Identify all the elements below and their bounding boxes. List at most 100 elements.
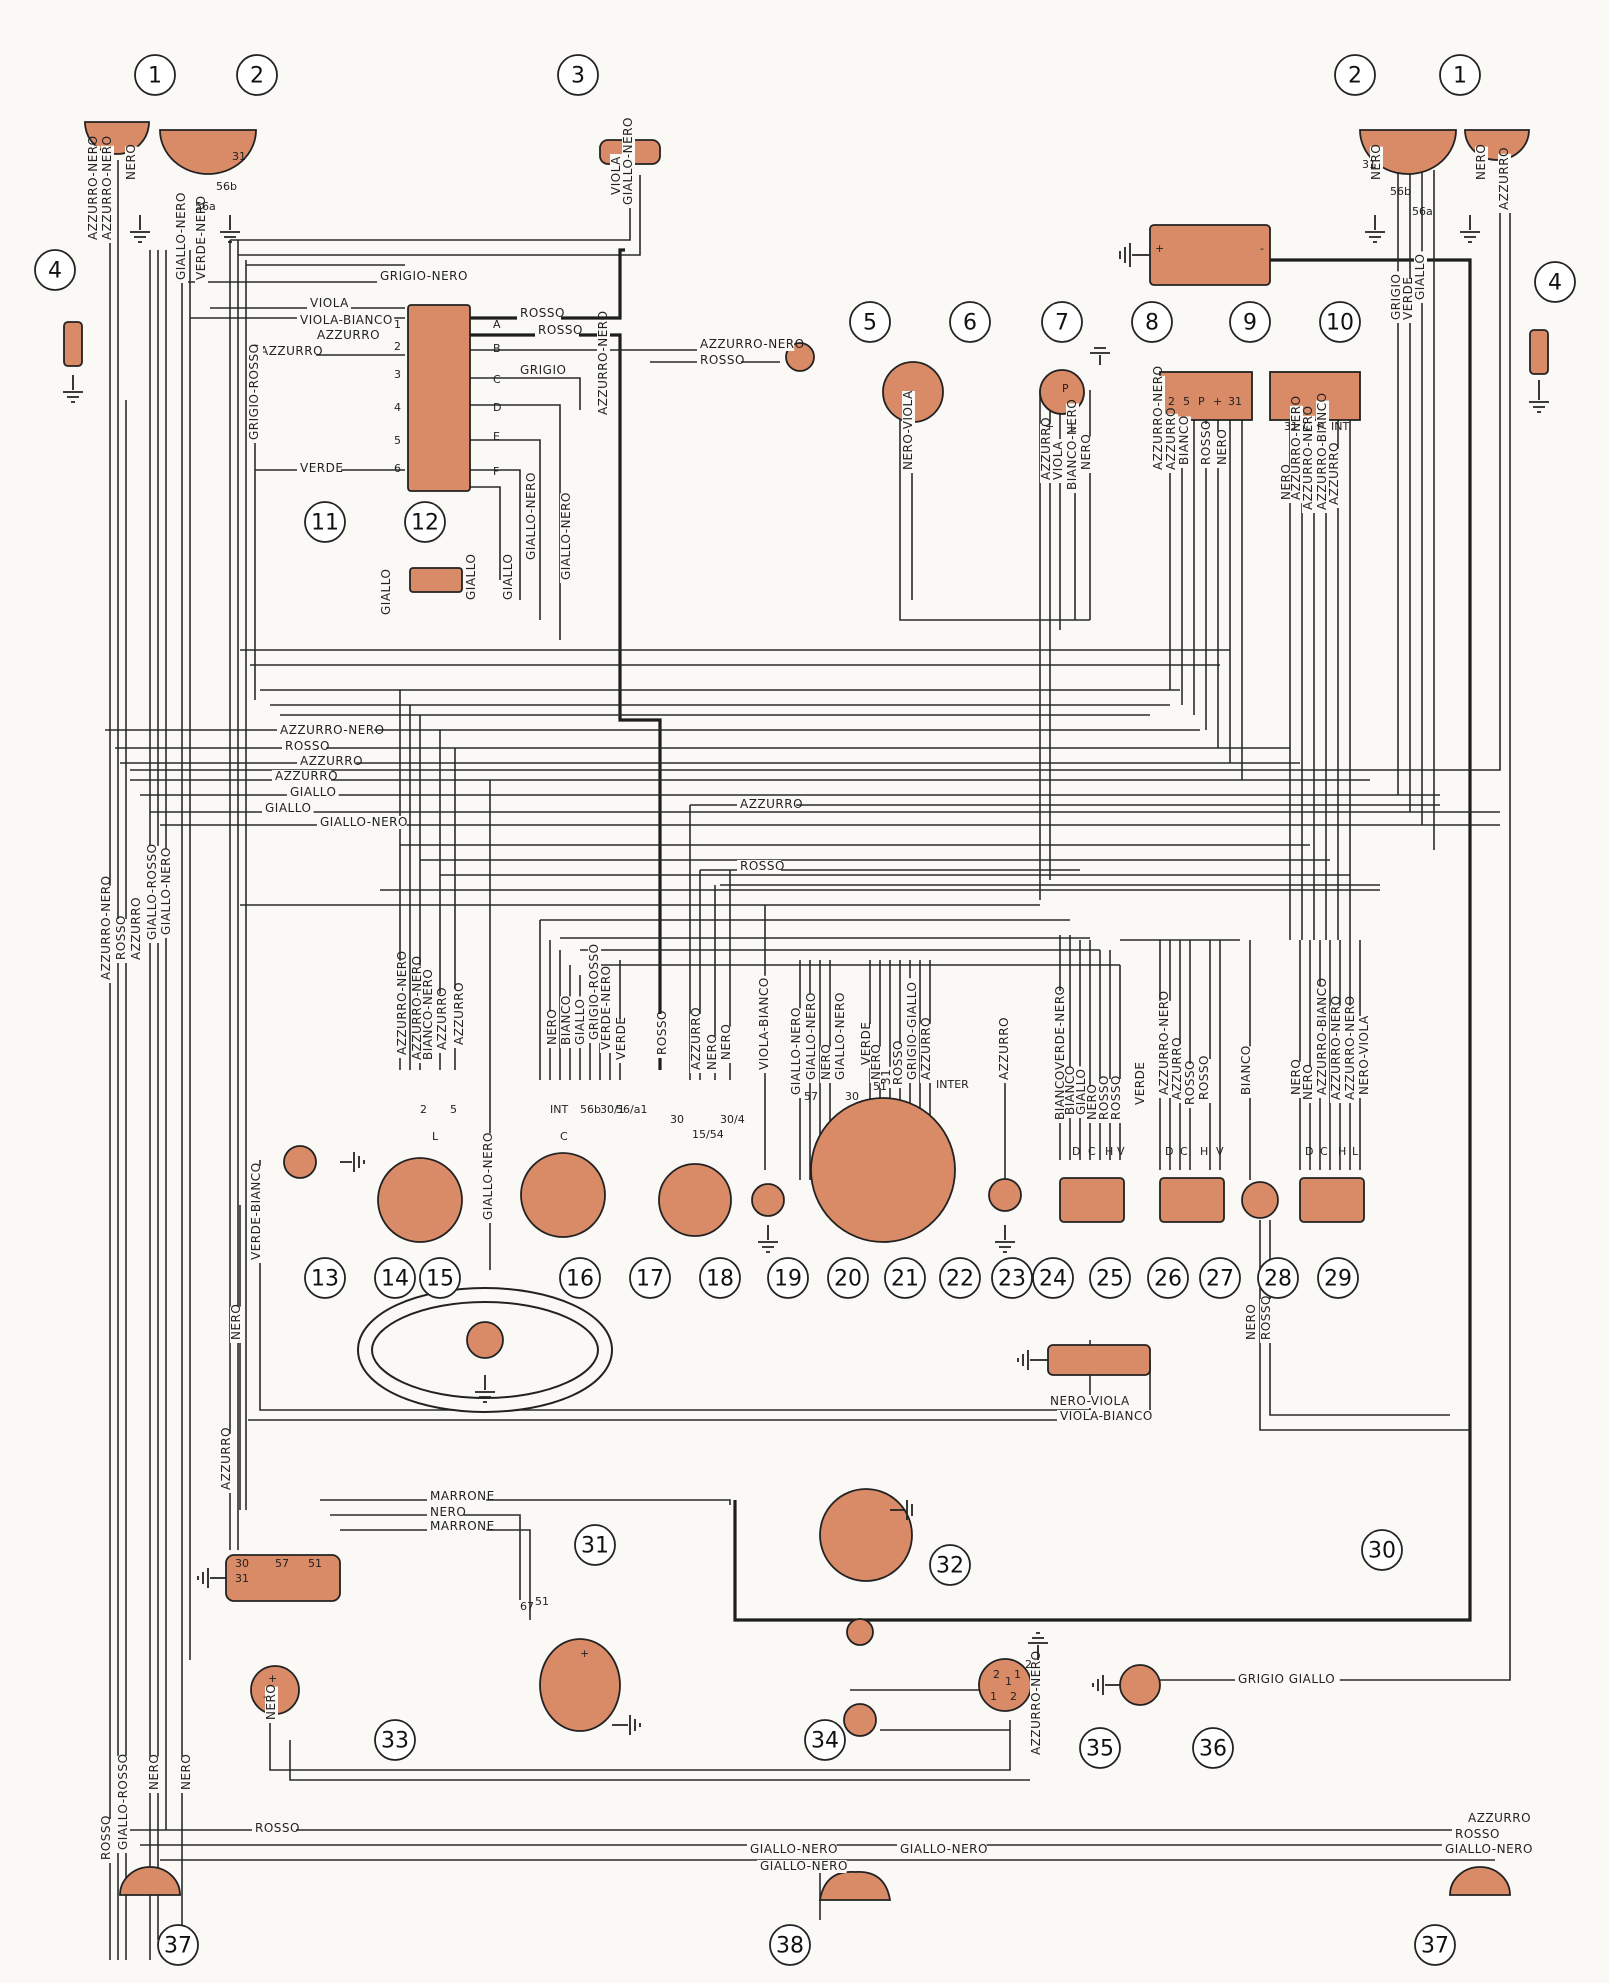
wire-label: VERDE <box>300 461 343 475</box>
callout-number: 32 <box>936 1554 964 1579</box>
wire-label: AZZURRO <box>275 769 338 783</box>
label-bg <box>1057 1410 1155 1423</box>
headlamp-left-large <box>159 129 257 175</box>
label-bg <box>146 845 159 943</box>
wire-label: AZZURRO <box>740 797 803 811</box>
callout-number: 31 <box>581 1534 609 1559</box>
label-bg <box>148 1756 161 1793</box>
callout-circle-29 <box>1317 1257 1359 1299</box>
callout-circle-33 <box>374 1719 416 1761</box>
pin-label: 1 <box>1014 1668 1021 1681</box>
wire-label: ROSSO <box>1199 420 1213 465</box>
wire-label: GRIGIO-NERO <box>380 269 468 283</box>
wire-label: GIALLO-NERO <box>159 847 173 935</box>
label-bg <box>1080 436 1093 473</box>
label-bg <box>1066 403 1079 493</box>
callout-number: 11 <box>311 511 339 536</box>
wire-label: NERO <box>719 1024 733 1060</box>
wire-label: AZZURRO-NERO <box>700 337 805 351</box>
wire-label: ROSSO <box>1197 1055 1211 1100</box>
pin-label: 4 <box>394 401 401 414</box>
wire-label: GIALLO-NERO <box>524 472 538 560</box>
wire-label: BIANCO <box>1063 1065 1077 1115</box>
callout-number: 18 <box>706 1267 734 1292</box>
callout-number: 2 <box>1348 64 1362 89</box>
wire-label: GIALLO-NERO <box>320 815 408 829</box>
wire-label: GRIGIO <box>1389 274 1403 320</box>
wire-label: GIALLO <box>573 999 587 1045</box>
wire-label: AZZURRO <box>219 1427 233 1490</box>
callout-number: 27 <box>1206 1267 1234 1292</box>
label-bg <box>546 1011 559 1048</box>
label-bg <box>100 1819 113 1863</box>
wire-label: GIALLO-NERO <box>750 1842 838 1856</box>
wire-label: AZZURRO <box>260 344 323 358</box>
pin-label: C <box>493 373 501 386</box>
callout-number: 5 <box>863 311 877 336</box>
pin-label: H <box>1338 1145 1346 1158</box>
label-bg <box>525 473 538 563</box>
rear-lamp-left <box>119 1866 181 1896</box>
wire-label: NERO <box>819 1044 833 1080</box>
wire-label: GIALLO <box>265 801 311 815</box>
wire-label: AZZURRO <box>689 1007 703 1070</box>
callout-circle-14 <box>374 1257 416 1299</box>
pin-label: 30/4 <box>720 1113 745 1126</box>
label-bg <box>117 1755 130 1853</box>
callout-circle-7 <box>1041 301 1083 343</box>
callout-circle-31 <box>574 1524 616 1566</box>
callout-circle-23 <box>991 1257 1033 1299</box>
wire-label: GIALLO-NERO <box>1445 1842 1533 1856</box>
pin-label: 31 <box>1362 158 1376 171</box>
callout-number: 23 <box>998 1267 1026 1292</box>
label-bg <box>600 971 613 1053</box>
callout-circle-20 <box>827 1257 869 1299</box>
callout-circle-9 <box>1229 301 1271 343</box>
label-bg <box>560 996 573 1048</box>
wire-label: NERO <box>1085 1084 1099 1120</box>
label-bg <box>1302 1066 1315 1103</box>
callout-number: 15 <box>426 1267 454 1292</box>
wire-label: MARRONE <box>430 1489 495 1503</box>
wire-label: ROSSO <box>255 1821 300 1835</box>
callout-circle-34 <box>804 1719 846 1761</box>
wire-label: ROSSO <box>891 1040 905 1085</box>
label-bg <box>1402 279 1415 323</box>
wire-label: GIALLO <box>501 554 515 600</box>
callout-circle-35 <box>1079 1727 1121 1769</box>
label-bg <box>1498 153 1511 213</box>
wire-label: ROSSO <box>1259 1295 1273 1340</box>
wire-label: VERDE <box>1401 277 1415 320</box>
switch-29 <box>1299 1177 1365 1223</box>
label-bg <box>1475 146 1488 183</box>
wire-label: GRIGIO <box>520 363 566 377</box>
wire-label: AZZURRO-NERO <box>1301 405 1315 510</box>
label-bg <box>1370 146 1383 183</box>
label-bg <box>998 1023 1011 1083</box>
pin-label: 30/1 <box>600 1103 625 1116</box>
pin-label: F <box>1317 420 1323 433</box>
label-bg <box>1184 1064 1197 1108</box>
pin-label: C <box>1180 1145 1188 1158</box>
label-bg <box>453 988 466 1048</box>
callout-circle-3 <box>557 54 599 96</box>
label-bg <box>101 145 114 243</box>
horn-button <box>466 1321 504 1359</box>
wire-label: NERO <box>229 1304 243 1340</box>
wire-label: AZZURRO-NERO <box>100 135 114 240</box>
callout-circle-37 <box>157 1924 199 1966</box>
component-7 <box>1039 369 1085 415</box>
switch-25 <box>1059 1177 1125 1223</box>
wire-label: AZZURRO <box>1164 407 1178 470</box>
label-bg <box>1245 1306 1258 1343</box>
pin-label: 51 <box>873 1080 887 1093</box>
callout-number: 24 <box>1039 1267 1067 1292</box>
label-bg <box>250 1165 263 1263</box>
side-light-left <box>63 321 83 367</box>
label-bg <box>1452 1828 1496 1841</box>
label-bg <box>1200 424 1213 468</box>
lamp-24 <box>988 1178 1022 1212</box>
wire-label: GIALLO-NERO <box>621 117 635 205</box>
label-bg <box>1260 1299 1273 1343</box>
ignition-switch <box>658 1163 732 1237</box>
